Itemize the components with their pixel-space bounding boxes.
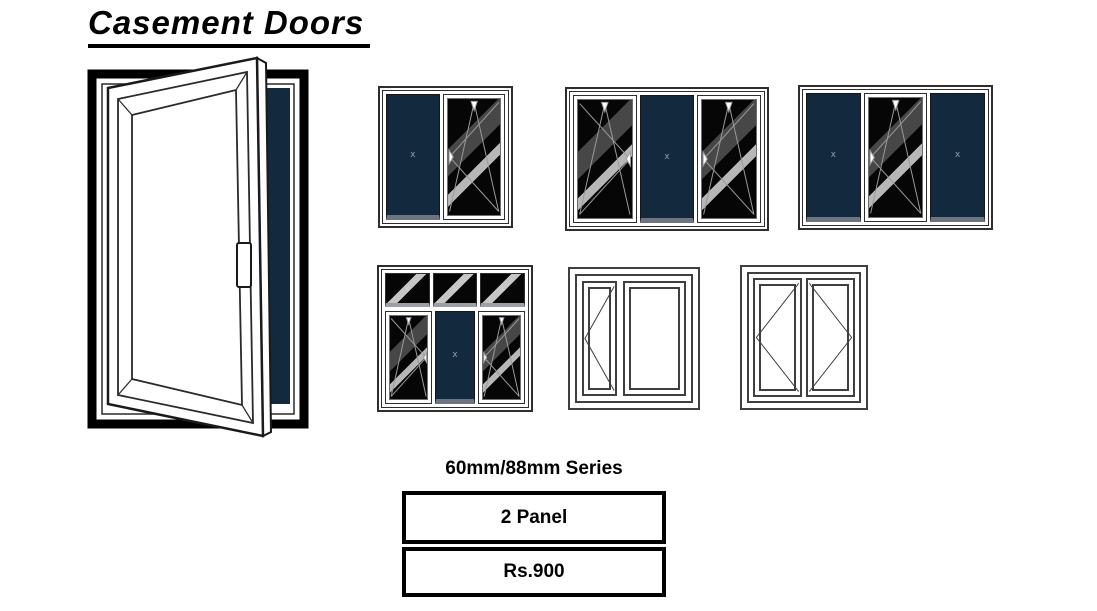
bevel-miter-line <box>117 378 133 396</box>
window-diagram-3-panel-with-transom-row: x x x x <box>377 265 533 412</box>
tilt-turn-opening-symbol <box>578 100 632 218</box>
main-panel-row: x <box>385 311 526 404</box>
casement-opening-symbol <box>584 283 615 394</box>
bevel-miter-line <box>235 71 248 91</box>
bevel-miter-line <box>117 98 133 116</box>
outline-glass <box>629 287 680 390</box>
transom-panel: x <box>480 273 526 308</box>
page-title: Casement Doors <box>88 4 371 48</box>
panel-lock-mark: x <box>452 350 458 361</box>
casement-glass <box>867 97 924 218</box>
outline-glass <box>759 284 796 391</box>
fixed-glass-panel: x <box>386 94 440 220</box>
casement-glass <box>389 315 429 400</box>
open-door-illustration-container <box>85 55 315 440</box>
outline-glass <box>588 287 612 390</box>
casement-sash <box>697 95 761 223</box>
transom-panel: x <box>432 273 478 308</box>
outline-casement-panel <box>806 278 855 397</box>
casement-opening-symbol <box>755 280 800 395</box>
casement-opening-symbol <box>808 280 853 395</box>
fixed-glass-panel: x <box>930 93 985 222</box>
outline-casement-panel <box>753 278 802 397</box>
diagram-inner: x <box>569 91 765 227</box>
casement-glass <box>577 99 633 219</box>
casement-sash <box>442 94 505 220</box>
outline-fixed-panel <box>623 281 686 396</box>
price-table-price-cell: Rs.900 <box>402 547 666 597</box>
outline-diagram-frame <box>740 265 868 410</box>
diagram-inner: x <box>382 90 509 224</box>
window-diagram-outline-french-casement <box>740 265 868 410</box>
casement-sash <box>477 311 526 404</box>
bevel-miter-line <box>241 404 254 424</box>
series-label: 60mm/88mm Series <box>445 458 623 479</box>
panel-lock-mark: x <box>830 150 837 160</box>
panel-lock-mark: x <box>954 150 961 160</box>
open-door-illustration <box>87 56 309 438</box>
outline-diagram-frame <box>568 267 700 410</box>
tilt-turn-opening-symbol <box>483 316 520 399</box>
casement-sash <box>385 311 433 404</box>
transom-lock-mark: x <box>404 283 410 293</box>
casement-sash <box>863 93 928 222</box>
outline-diagram-inner <box>747 272 861 403</box>
transom-lock-mark: x <box>452 283 458 293</box>
window-diagram-2-panel-fixed-casement: x <box>378 86 513 228</box>
casement-glass <box>481 315 522 400</box>
door-leaf <box>106 56 265 438</box>
tilt-turn-opening-symbol <box>702 100 756 218</box>
casement-glass <box>446 98 501 216</box>
tilt-turn-opening-symbol <box>448 99 500 215</box>
outline-casement-panel <box>582 281 618 396</box>
casement-glass <box>701 99 757 219</box>
diagram-frame: x <box>378 86 513 228</box>
panel-lock-mark: x <box>664 151 670 162</box>
transom-lock-mark: x <box>500 283 506 293</box>
outline-diagram-inner <box>575 274 693 403</box>
panel-lock-mark: x <box>410 149 416 160</box>
price-table: 2 Panel Rs.900 <box>402 491 666 597</box>
diagram-frame: x x x x <box>377 265 533 412</box>
fixed-glass-panel: x <box>806 93 861 222</box>
diagram-frame: x <box>565 87 769 231</box>
tilt-turn-opening-symbol <box>390 316 427 399</box>
window-diagram-outline-casement-with-fixed <box>568 267 700 410</box>
price-table-panel-cell: 2 Panel <box>402 491 666 544</box>
outline-glass <box>812 284 849 391</box>
diagram-inner: x x x x <box>381 269 529 408</box>
tilt-turn-opening-symbol <box>869 98 922 217</box>
transom-panel: x <box>385 273 430 308</box>
window-diagram-3-panel-casement-fixed-casement: x <box>565 87 769 231</box>
casement-sash <box>573 95 637 223</box>
fixed-glass-panel: x <box>639 95 695 223</box>
door-handle <box>236 242 252 288</box>
fixed-glass-panel: x <box>435 311 475 404</box>
